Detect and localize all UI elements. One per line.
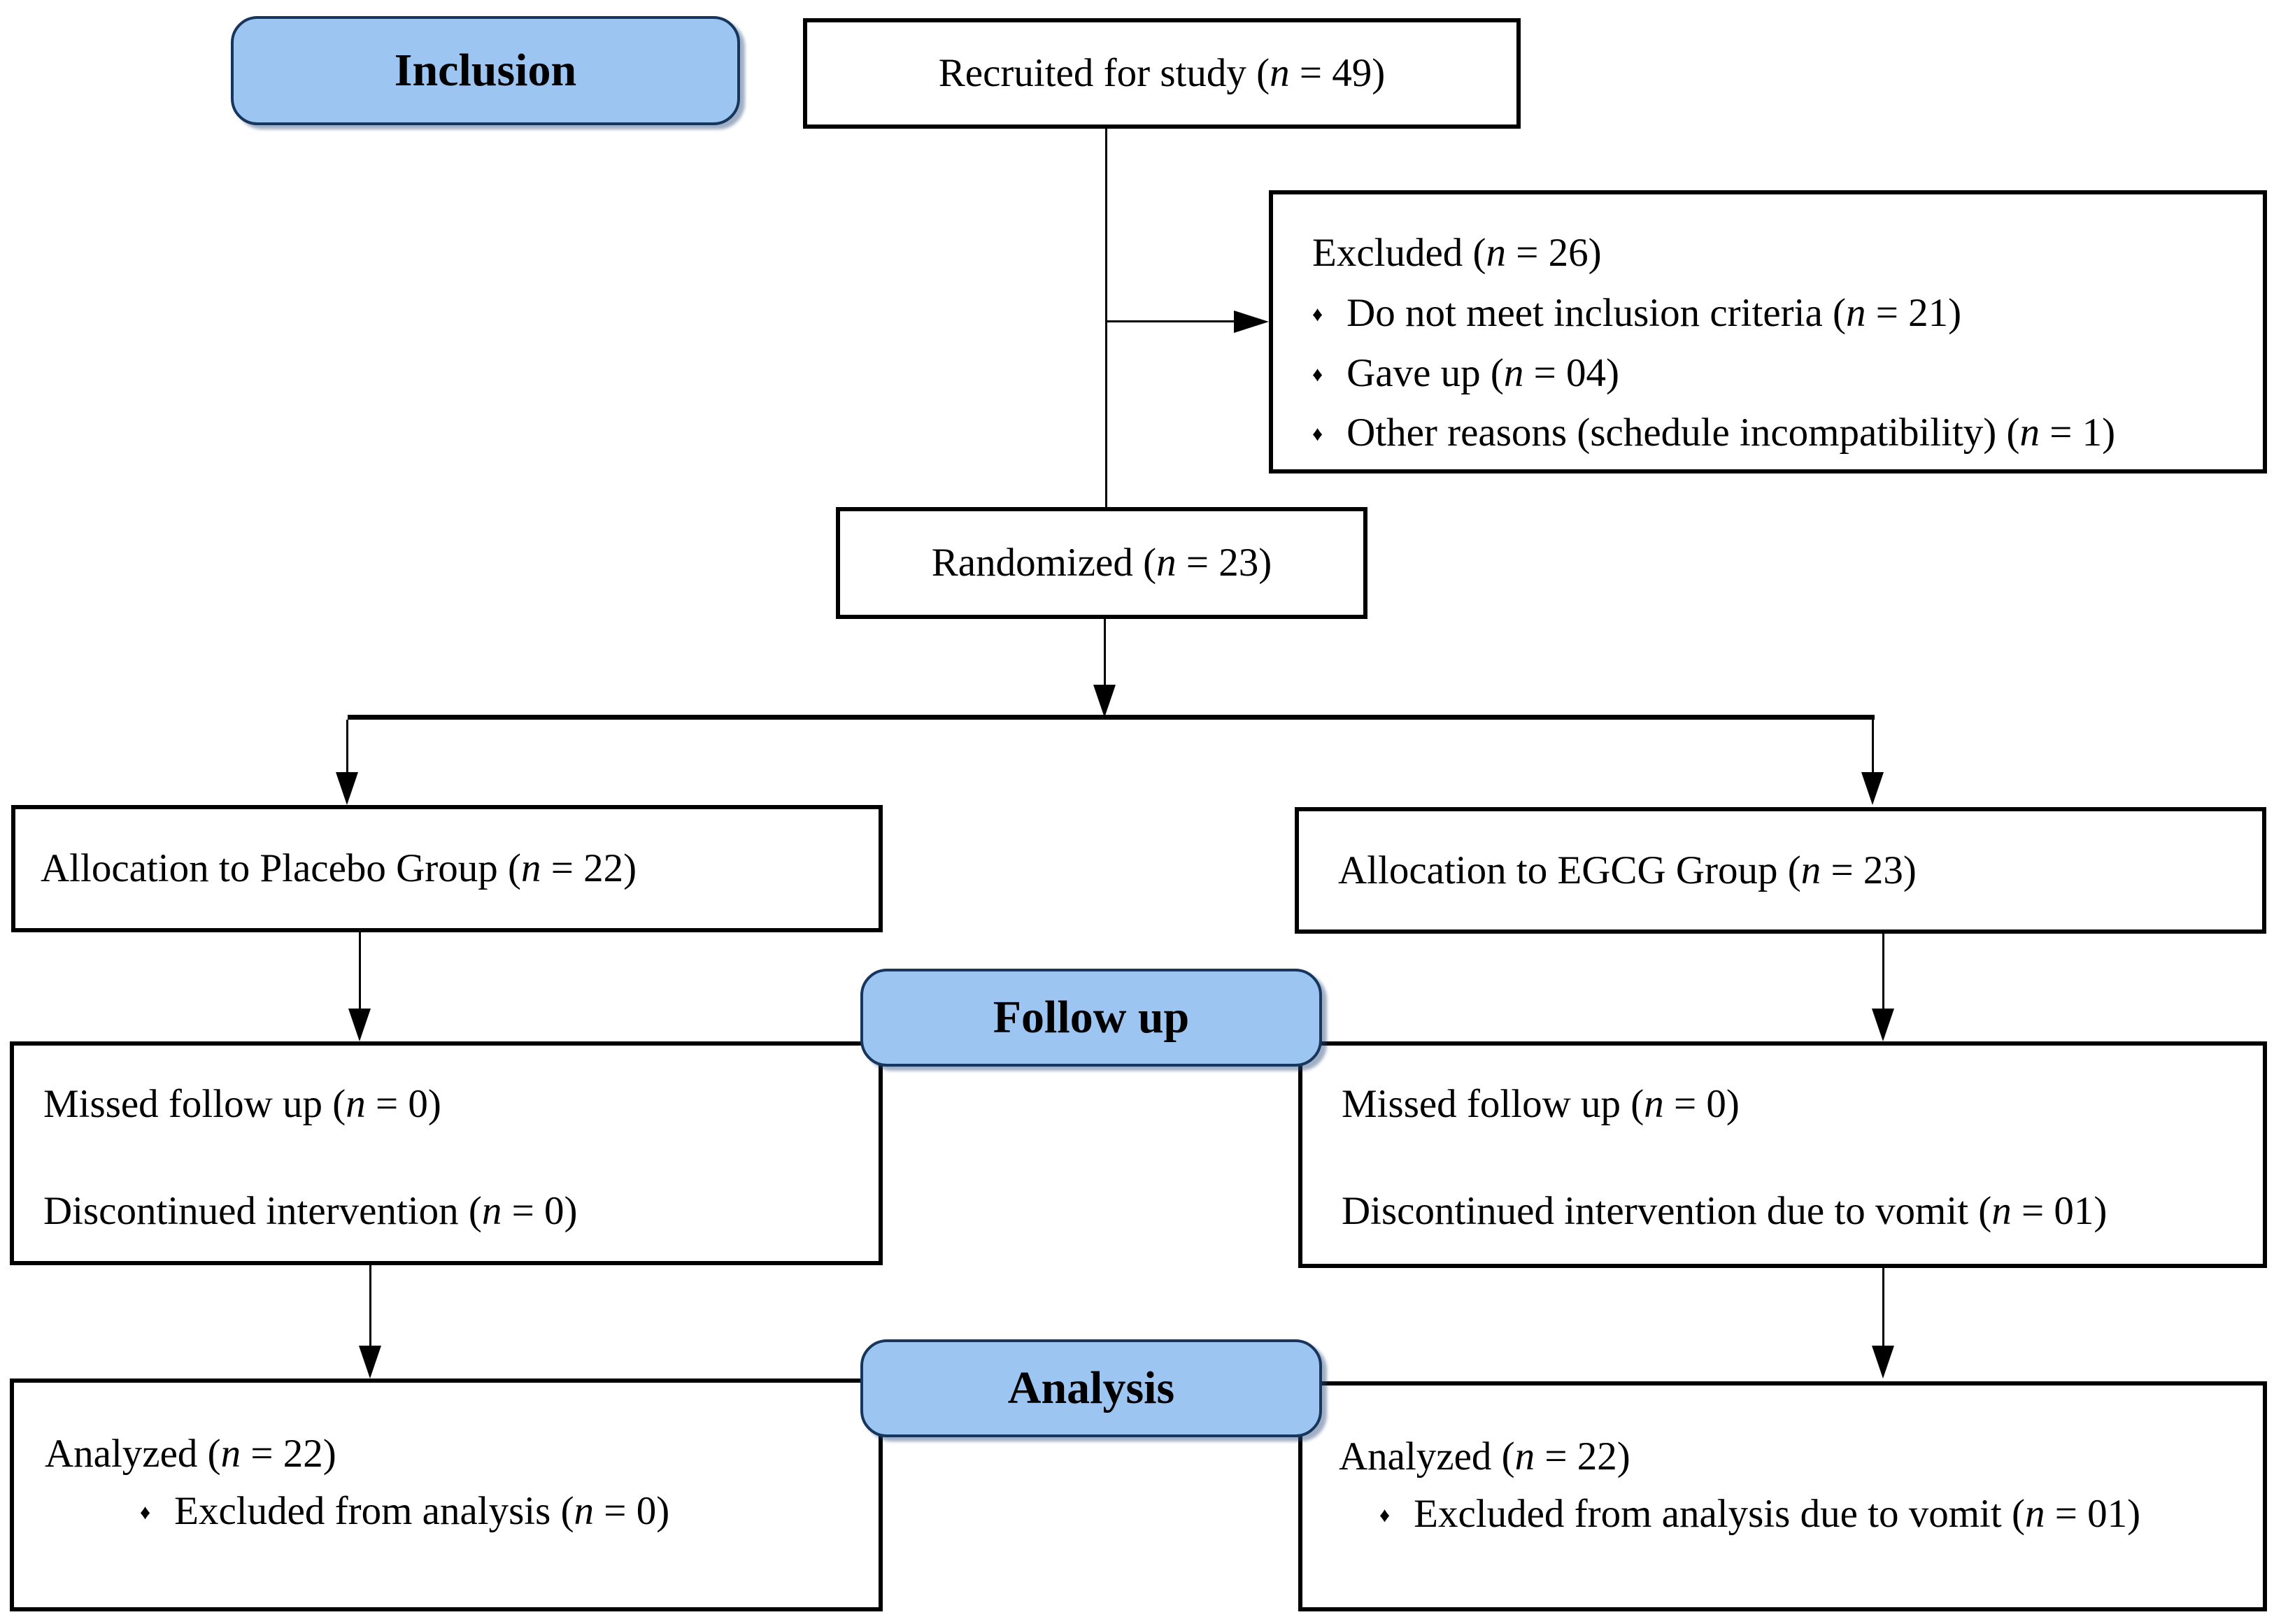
arrowhead-into-alloc-placebo: [336, 772, 358, 805]
diamond-bullet-icon: ♦: [1312, 303, 1323, 326]
arrowhead-randomized-split: [1093, 685, 1116, 718]
arrowhead-into-analysis-placebo: [359, 1346, 381, 1379]
recruited-text: Recruited for study (n = 49): [938, 51, 1386, 96]
stage-label-follow-up-text: Follow up: [993, 992, 1190, 1043]
box-randomized: Randomized (n = 23): [836, 507, 1367, 619]
stage-label-inclusion-text: Inclusion: [394, 45, 577, 96]
allocation-egcg-text: Allocation to EGCG Group (n = 23): [1338, 848, 1917, 892]
arrowhead-into-analysis-egcg: [1872, 1346, 1894, 1379]
analysis-placebo-item-text: Excluded from analysis (n = 0): [174, 1488, 670, 1533]
connector-alloc-placebo-to-follow: [359, 932, 361, 1009]
box-analysis-egcg: Analyzed (n = 22) ♦ Excluded from analys…: [1298, 1381, 2267, 1611]
allocation-placebo-text: Allocation to Placebo Group (n = 22): [41, 846, 637, 891]
box-follow-up-egcg: Missed follow up (n = 0) Discontinued in…: [1298, 1041, 2267, 1268]
randomized-text: Randomized (n = 23): [931, 541, 1272, 585]
diamond-bullet-icon: ♦: [1312, 363, 1323, 386]
stage-label-analysis-text: Analysis: [1007, 1362, 1175, 1413]
follow-egcg-line: Discontinued intervention due to vomit (…: [1342, 1188, 2108, 1233]
box-recruited: Recruited for study (n = 49): [803, 18, 1521, 129]
box-excluded: Excluded (n = 26) ♦ Do not meet inclusio…: [1269, 190, 2267, 473]
box-follow-up-placebo: Missed follow up (n = 0) Discontinued in…: [10, 1041, 883, 1265]
connector-branch-to-excluded: [1107, 320, 1235, 322]
diamond-bullet-icon: ♦: [140, 1501, 151, 1524]
follow-egcg-line: Missed follow up (n = 0): [1342, 1082, 1740, 1126]
connector-recruited-to-randomized: [1105, 129, 1107, 507]
connector-split-to-placebo: [346, 720, 348, 773]
connector-alloc-egcg-to-follow: [1882, 934, 1884, 1009]
follow-placebo-line: Missed follow up (n = 0): [43, 1082, 441, 1126]
connector-randomized-to-split: [1104, 619, 1106, 686]
excluded-item-text: Other reasons (schedule incompatibility)…: [1346, 411, 2116, 455]
analysis-placebo-item: ♦ Excluded from analysis (n = 0): [140, 1489, 865, 1534]
arrowhead-into-follow-egcg: [1872, 1009, 1894, 1041]
diamond-bullet-icon: ♦: [1312, 423, 1323, 446]
connector-follow-egcg-to-analysis: [1882, 1268, 1884, 1346]
stage-label-analysis: Analysis: [860, 1339, 1322, 1437]
box-analysis-placebo: Analyzed (n = 22) ♦ Excluded from analys…: [10, 1379, 883, 1611]
arrowhead-into-follow-placebo: [348, 1009, 371, 1041]
excluded-item: ♦ Other reasons (schedule incompatibilit…: [1312, 411, 2243, 455]
excluded-item-text: Do not meet inclusion criteria (n = 21): [1346, 290, 1962, 335]
analysis-placebo-title: Analyzed (n = 22): [45, 1432, 336, 1476]
excluded-item: ♦ Gave up (n = 04): [1312, 351, 2243, 396]
split-line: [348, 715, 1875, 720]
diamond-bullet-icon: ♦: [1379, 1504, 1391, 1527]
excluded-item: ♦ Do not meet inclusion criteria (n = 21…: [1312, 291, 2243, 336]
excluded-title: Excluded (n = 26): [1312, 231, 1602, 275]
follow-placebo-line: Discontinued intervention (n = 0): [43, 1188, 578, 1233]
box-allocation-egcg: Allocation to EGCG Group (n = 23): [1295, 807, 2266, 934]
arrowhead-into-excluded: [1234, 311, 1269, 333]
box-allocation-placebo: Allocation to Placebo Group (n = 22): [11, 805, 883, 932]
connector-split-to-egcg: [1872, 720, 1874, 773]
analysis-egcg-item-text: Excluded from analysis due to vomit (n =…: [1414, 1491, 2141, 1536]
excluded-item-text: Gave up (n = 04): [1346, 350, 1620, 395]
analysis-egcg-item: ♦ Excluded from analysis due to vomit (n…: [1379, 1492, 2249, 1537]
analysis-egcg-title: Analyzed (n = 22): [1339, 1434, 1630, 1479]
arrowhead-into-alloc-egcg: [1861, 772, 1884, 805]
connector-follow-placebo-to-analysis: [369, 1265, 371, 1346]
stage-label-follow-up: Follow up: [860, 969, 1322, 1067]
stage-label-inclusion: Inclusion: [231, 16, 740, 125]
